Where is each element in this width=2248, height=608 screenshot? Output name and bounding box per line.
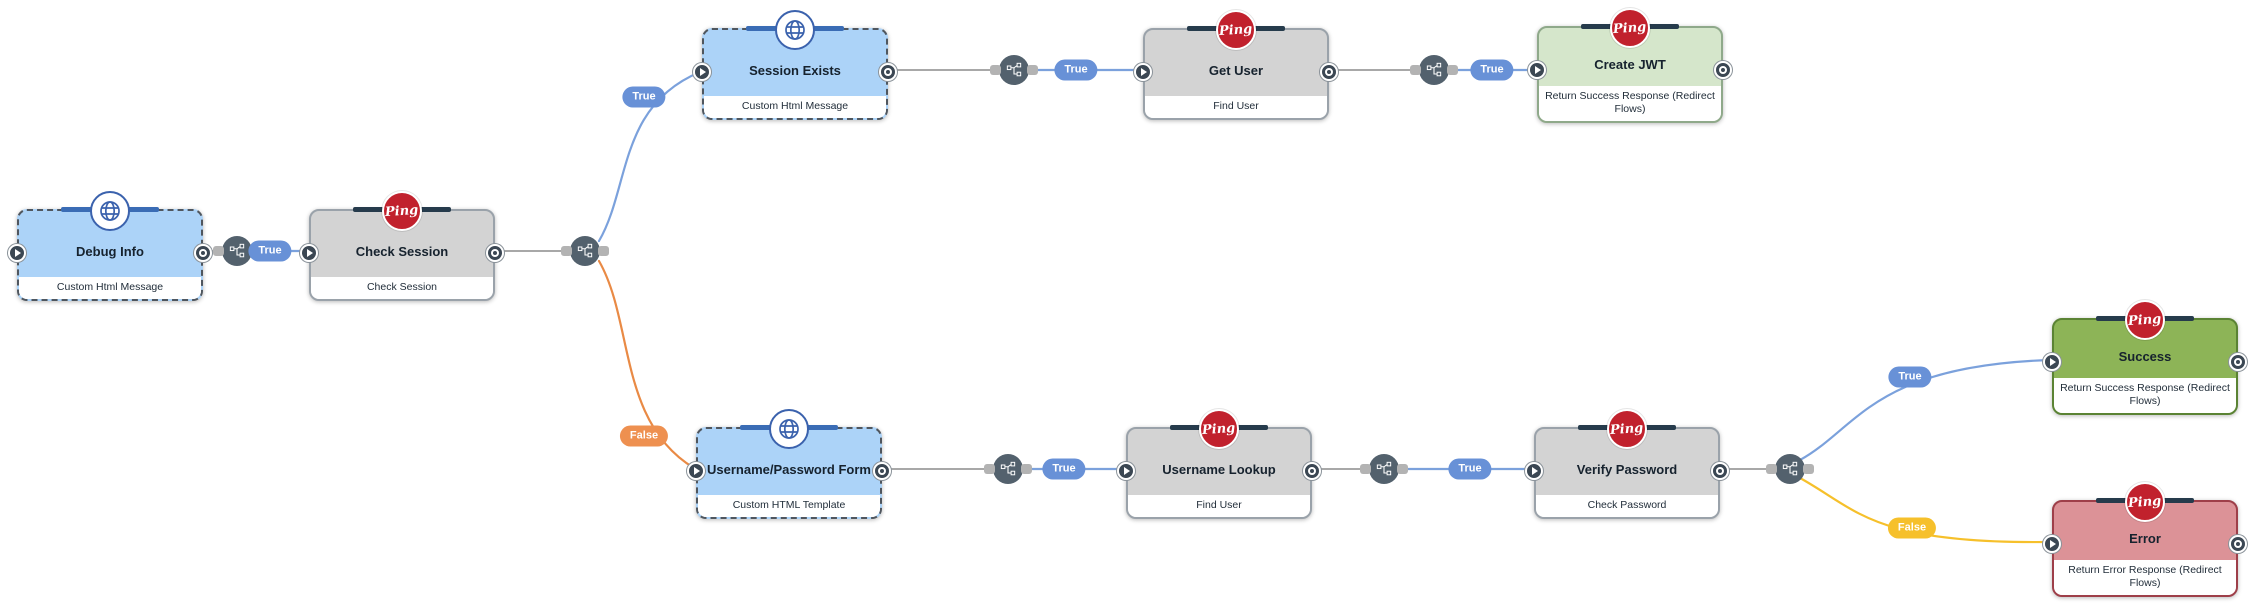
output-port[interactable]	[873, 462, 891, 480]
input-port[interactable]	[1117, 462, 1135, 480]
node-subtitle: Custom Html Message	[19, 276, 201, 299]
branch-icon	[229, 243, 245, 258]
input-port[interactable]	[300, 244, 318, 262]
input-port[interactable]	[693, 63, 711, 81]
branch-connector[interactable]	[1419, 55, 1449, 85]
node-subtitle: Find User	[1145, 95, 1327, 118]
condition-badge-true[interactable]: True	[1888, 366, 1932, 388]
node-subtitle: Return Error Response (Redirect Flows)	[2054, 559, 2236, 595]
ping-icon: Ping	[1216, 10, 1256, 50]
condition-badge-true[interactable]: True	[1042, 458, 1086, 480]
branch-icon	[1006, 62, 1022, 77]
flow-node-success[interactable]: Ping Success Return Success Response (Re…	[2043, 300, 2247, 415]
node-title: Check Session	[355, 244, 449, 260]
condition-badge-true[interactable]: True	[1470, 59, 1514, 81]
globe-icon	[769, 409, 809, 449]
flow-node-debug-info[interactable]: Debug Info Custom Html Message	[8, 191, 212, 301]
output-port[interactable]	[1303, 462, 1321, 480]
globe-icon	[775, 10, 815, 50]
flow-node-error[interactable]: Ping Error Return Error Response (Redire…	[2043, 482, 2247, 597]
branch-connector[interactable]	[570, 236, 600, 266]
node-title: Create JWT	[1594, 57, 1666, 73]
node-title: Success	[2118, 349, 2172, 365]
output-port[interactable]	[1714, 61, 1732, 79]
ping-icon: Ping	[1607, 409, 1647, 449]
node-subtitle: Find User	[1128, 494, 1310, 517]
node-title: Debug Info	[76, 244, 144, 260]
input-port[interactable]	[2043, 535, 2061, 553]
condition-badge-true[interactable]: True	[622, 86, 666, 108]
branch-icon	[1782, 461, 1798, 476]
flow-node-username-password-form[interactable]: Username/Password Form Custom HTML Templ…	[687, 409, 891, 519]
node-subtitle: Check Password	[1536, 494, 1718, 517]
output-port[interactable]	[2229, 353, 2247, 371]
branch-connector[interactable]	[1369, 454, 1399, 484]
branch-connector[interactable]	[993, 454, 1023, 484]
node-title: Username/Password Form	[706, 462, 871, 478]
node-title: Username Lookup	[1162, 462, 1276, 478]
node-subtitle: Custom Html Message	[704, 95, 886, 118]
node-title: Error	[2129, 531, 2161, 547]
node-subtitle: Return Success Response (Redirect Flows)	[1539, 85, 1721, 121]
branch-connector[interactable]	[999, 55, 1029, 85]
flow-node-verify-password[interactable]: Ping Verify Password Check Password	[1525, 409, 1729, 519]
node-subtitle: Return Success Response (Redirect Flows)	[2054, 377, 2236, 413]
output-port[interactable]	[2229, 535, 2247, 553]
flow-node-create-jwt[interactable]: Ping Create JWT Return Success Response …	[1528, 8, 1732, 123]
output-port[interactable]	[1320, 63, 1338, 81]
condition-badge-false[interactable]: False	[619, 425, 669, 447]
output-port[interactable]	[194, 244, 212, 262]
flow-node-username-lookup[interactable]: Ping Username Lookup Find User	[1117, 409, 1321, 519]
branch-icon	[1426, 62, 1442, 77]
input-port[interactable]	[1528, 61, 1546, 79]
output-port[interactable]	[1711, 462, 1729, 480]
flow-node-get-user[interactable]: Ping Get User Find User	[1134, 10, 1338, 120]
branch-icon	[1000, 461, 1016, 476]
node-title: Session Exists	[749, 63, 841, 79]
condition-badge-true[interactable]: True	[248, 240, 292, 262]
flow-node-check-session[interactable]: Ping Check Session Check Session	[300, 191, 504, 301]
condition-badge-false[interactable]: False	[1887, 517, 1937, 539]
ping-icon: Ping	[382, 191, 422, 231]
branch-icon	[577, 243, 593, 258]
input-port[interactable]	[687, 462, 705, 480]
ping-icon: Ping	[1199, 409, 1239, 449]
globe-icon	[90, 191, 130, 231]
input-port[interactable]	[1525, 462, 1543, 480]
input-port[interactable]	[2043, 353, 2061, 371]
condition-badge-true[interactable]: True	[1054, 59, 1098, 81]
ping-icon: Ping	[2125, 300, 2165, 340]
ping-icon: Ping	[1610, 8, 1650, 48]
node-title: Verify Password	[1576, 462, 1678, 478]
node-subtitle: Check Session	[311, 276, 493, 299]
branch-icon	[1376, 461, 1392, 476]
output-port[interactable]	[486, 244, 504, 262]
flow-node-session-exists[interactable]: Session Exists Custom Html Message	[693, 10, 897, 120]
branch-connector[interactable]	[1775, 454, 1805, 484]
node-title: Get User	[1208, 63, 1264, 79]
input-port[interactable]	[8, 244, 26, 262]
condition-badge-true[interactable]: True	[1448, 458, 1492, 480]
input-port[interactable]	[1134, 63, 1152, 81]
ping-icon: Ping	[2125, 482, 2165, 522]
output-port[interactable]	[879, 63, 897, 81]
node-subtitle: Custom HTML Template	[698, 494, 880, 517]
branch-connector[interactable]	[222, 236, 252, 266]
